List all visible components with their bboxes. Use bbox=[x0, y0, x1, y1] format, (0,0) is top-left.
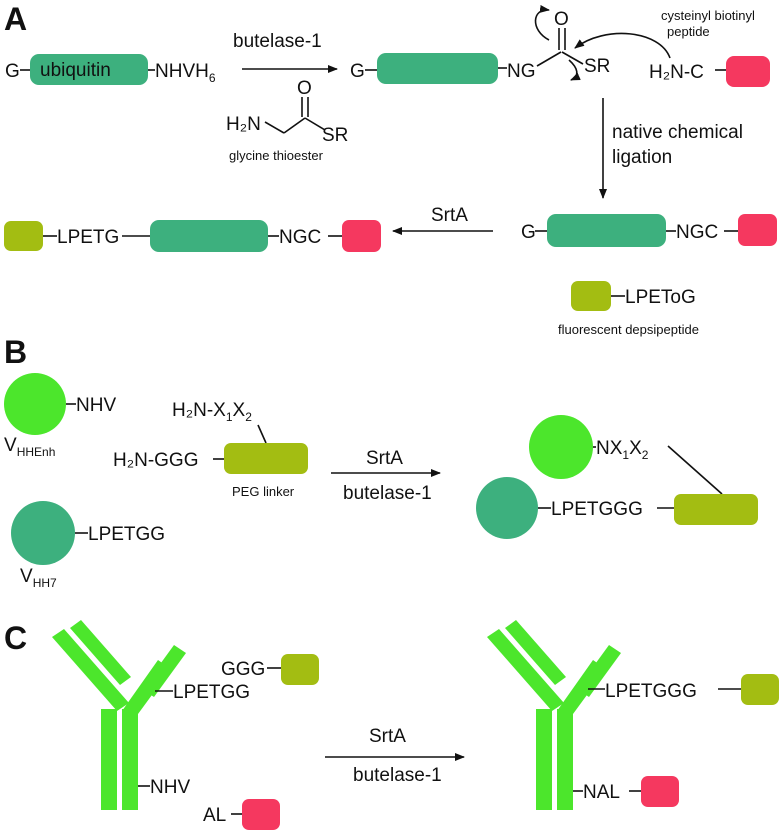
glycine-n-terminus-label: G bbox=[521, 222, 536, 243]
peg-linker-label: PEG linker bbox=[232, 484, 295, 499]
glycine-thioester-label: glycine thioester bbox=[229, 148, 324, 163]
srta-label: SrtA bbox=[369, 726, 406, 747]
glycine-n-terminus-label: G bbox=[350, 61, 365, 82]
fluorophore-block bbox=[571, 281, 611, 311]
oxygen-label: O bbox=[554, 9, 569, 30]
nal-label: NAL bbox=[583, 782, 620, 803]
glycine-amine-label: H₂N bbox=[226, 114, 261, 135]
pink-probe-block bbox=[641, 776, 679, 807]
biotinyl-peptide-block bbox=[738, 214, 777, 246]
vhh-enhancer-domain bbox=[4, 373, 66, 435]
vhh7-domain bbox=[11, 501, 75, 565]
ubiquitin-protein-block bbox=[547, 214, 666, 247]
nhv-label: NHV bbox=[76, 395, 116, 416]
fluorophore-block bbox=[741, 674, 779, 705]
butelase-label: butelase-1 bbox=[233, 31, 322, 52]
native-chemical-ligation-label: native chemical bbox=[612, 122, 743, 143]
cysteinyl-peptide-label: cysteinyl biotinyl bbox=[661, 8, 755, 23]
amine-x1x2-label: H₂N-X1X2 bbox=[172, 400, 252, 424]
bond-line bbox=[257, 424, 267, 444]
peg-linker-block bbox=[674, 494, 758, 525]
curved-electron-arrow bbox=[568, 59, 581, 81]
ubiquitin-protein-block bbox=[30, 54, 148, 85]
biotinyl-peptide-block bbox=[726, 56, 770, 87]
lpetgg-label: LPETGG bbox=[88, 524, 165, 545]
al-label: AL bbox=[203, 805, 226, 826]
antibody-icon bbox=[52, 620, 186, 810]
lpetggg-label: LPETGGG bbox=[605, 681, 697, 702]
antibody-icon bbox=[487, 620, 621, 810]
curved-electron-arrow bbox=[534, 4, 550, 41]
native-chemical-ligation-label-line2: ligation bbox=[612, 147, 672, 168]
ubiquitin-protein-block bbox=[377, 53, 498, 84]
ngc-label: NGC bbox=[279, 227, 321, 248]
bond-line bbox=[536, 51, 562, 67]
pink-probe-block bbox=[242, 799, 280, 830]
sr-group-label: SR bbox=[322, 125, 348, 146]
butelase-label: butelase-1 bbox=[353, 765, 442, 786]
bond-line bbox=[304, 117, 326, 131]
nx1x2-label: NX1X2 bbox=[596, 438, 649, 462]
nhvh-tag-label: NHVH6 bbox=[155, 61, 216, 85]
srta-label: SrtA bbox=[366, 448, 403, 469]
bond-line bbox=[283, 117, 306, 134]
nhv-label: NHV bbox=[150, 777, 190, 798]
bond-line bbox=[561, 51, 584, 65]
panel-c-label: C bbox=[4, 620, 27, 656]
sr-group-label: SR bbox=[584, 56, 610, 77]
fluorophore-block bbox=[281, 654, 319, 685]
vhh-enhancer-domain bbox=[529, 415, 593, 479]
vhh-enhancer-label: VHHEnh bbox=[4, 435, 55, 459]
cysteinyl-peptide-label-line2: peptide bbox=[667, 24, 710, 39]
amine-cysteine-label: H₂N-C bbox=[649, 62, 704, 83]
triglycine-amine-label: H₂N-GGG bbox=[113, 450, 198, 471]
ggg-label: GGG bbox=[221, 659, 265, 680]
lpetog-label: LPEToG bbox=[625, 287, 696, 308]
vhh7-label: VHH7 bbox=[20, 566, 57, 590]
curved-nucleophile-arrow bbox=[574, 32, 671, 59]
panel-b-label: B bbox=[4, 334, 27, 370]
bond-line bbox=[264, 121, 285, 134]
vhh7-domain bbox=[476, 477, 538, 539]
glycine-n-terminus-label: G bbox=[5, 61, 20, 82]
lpetggg-label: LPETGGG bbox=[551, 499, 643, 520]
fluorescent-depsipeptide-label: fluorescent depsipeptide bbox=[558, 322, 699, 337]
ubiquitin-label: ubiquitin bbox=[40, 60, 111, 81]
srta-label: SrtA bbox=[431, 205, 468, 226]
butelase-label: butelase-1 bbox=[343, 483, 432, 504]
fluorophore-block bbox=[4, 221, 43, 251]
ngc-label: NGC bbox=[676, 222, 718, 243]
ubiquitin-protein-block bbox=[150, 220, 268, 252]
lpetgg-label: LPETGG bbox=[173, 682, 250, 703]
panel-a-label: A bbox=[4, 1, 27, 37]
lpetg-label: LPETG bbox=[57, 227, 119, 248]
biotinyl-peptide-block bbox=[342, 220, 381, 252]
oxygen-label: O bbox=[297, 78, 312, 99]
ng-residue-label: NG bbox=[507, 61, 536, 82]
peg-linker-block bbox=[224, 443, 308, 474]
bond-line bbox=[667, 445, 723, 495]
